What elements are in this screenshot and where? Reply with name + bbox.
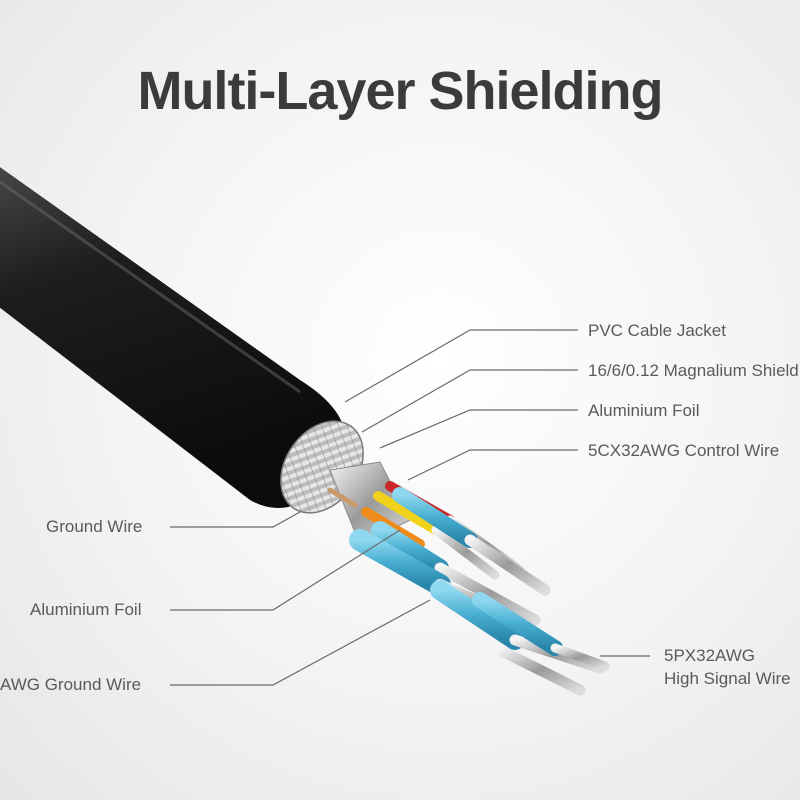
leader-aluminium-foil-right (379, 409, 578, 449)
label-high-signal-wire-gauge: 5PX32AWG (664, 646, 756, 665)
leader-control-wire (407, 449, 578, 481)
leader-lines (170, 329, 650, 686)
leader-pvc-jacket (344, 329, 578, 403)
page-title: Multi-Layer Shielding (137, 61, 663, 121)
label-pvc-cable-jacket: PVC Cable Jacket (588, 321, 726, 340)
label-aluminium-foil-right: Aluminium Foil (588, 401, 700, 420)
inner-wire-bundle (327, 481, 610, 696)
leader-awg-ground-wire (170, 599, 431, 686)
leader-magnalium-shield (361, 369, 578, 433)
ground-drain-wire (327, 487, 358, 508)
label-control-wire: 5CX32AWG Control Wire (588, 441, 780, 460)
label-magnalium-shield: 16/6/0.12 Magnalium Shield (588, 361, 799, 380)
leader-aluminium-foil-left (170, 529, 401, 611)
label-high-signal-wire: High Signal Wire (664, 669, 791, 688)
yellow-control-wire (373, 491, 441, 535)
leader-ground-wire (170, 511, 301, 528)
signal-pair-4 (430, 580, 525, 650)
label-aluminium-foil-left: Aluminium Foil (30, 600, 142, 619)
signal-pair-5 (472, 592, 563, 656)
label-ground-wire: Ground Wire (46, 517, 143, 536)
label-awg-ground-wire: AWG Ground Wire (0, 675, 142, 694)
signal-pair-1 (392, 487, 478, 548)
pvc-cable-jacket (0, 167, 346, 509)
